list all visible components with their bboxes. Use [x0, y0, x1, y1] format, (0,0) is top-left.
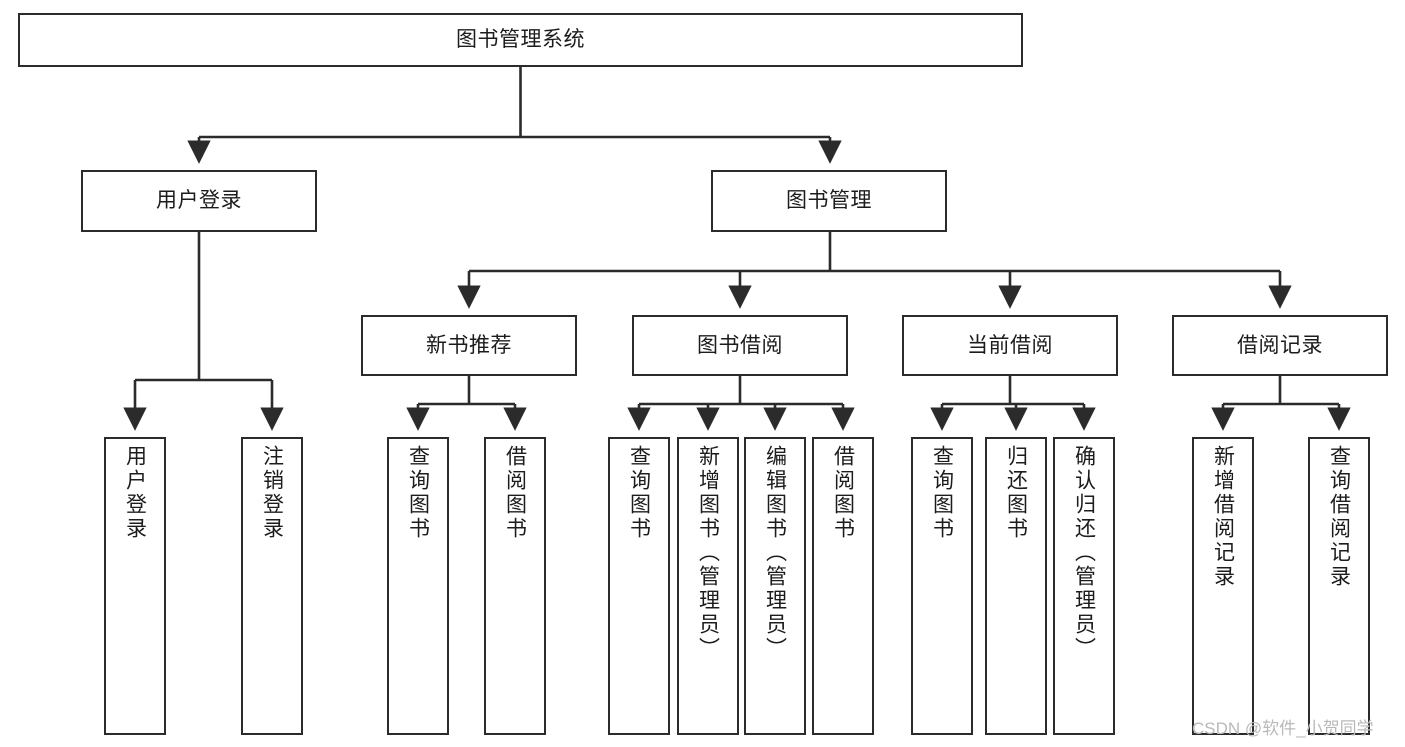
node-leaf-borrow-book-2[interactable]: 借阅图书: [812, 437, 874, 735]
node-book-borrow[interactable]: 图书借阅: [632, 315, 848, 376]
node-leaf-return-book[interactable]: 归还图书: [985, 437, 1047, 735]
node-leaf-query-book-2-label: 查询图书: [627, 445, 651, 541]
node-new-book-recommend[interactable]: 新书推荐: [361, 315, 577, 376]
node-root[interactable]: 图书管理系统: [18, 13, 1023, 67]
node-leaf-borrow-book-1-label: 借阅图书: [503, 445, 527, 541]
node-borrow-record-label: 借阅记录: [1237, 333, 1323, 357]
node-leaf-query-book-1[interactable]: 查询图书: [387, 437, 449, 735]
node-leaf-return-book-label: 归还图书: [1004, 445, 1028, 541]
node-leaf-query-record-label: 查询借阅记录: [1327, 445, 1351, 589]
node-leaf-query-record[interactable]: 查询借阅记录: [1308, 437, 1370, 735]
node-book-manage[interactable]: 图书管理: [711, 170, 947, 232]
node-leaf-query-book-1-label: 查询图书: [406, 445, 430, 541]
node-leaf-edit-book-label: 编辑图书（管理员）: [763, 445, 787, 661]
node-current-borrow-label: 当前借阅: [967, 333, 1053, 357]
node-book-manage-label: 图书管理: [786, 189, 872, 213]
node-borrow-record[interactable]: 借阅记录: [1172, 315, 1388, 376]
node-current-borrow[interactable]: 当前借阅: [902, 315, 1118, 376]
node-leaf-borrow-book-2-label: 借阅图书: [831, 445, 855, 541]
node-root-label: 图书管理系统: [456, 28, 585, 52]
node-leaf-query-book-2[interactable]: 查询图书: [608, 437, 670, 735]
node-leaf-user-login-label: 用户登录: [123, 445, 147, 541]
node-leaf-borrow-book-1[interactable]: 借阅图书: [484, 437, 546, 735]
node-new-book-recommend-label: 新书推荐: [426, 333, 512, 357]
node-leaf-user-login[interactable]: 用户登录: [104, 437, 166, 735]
csdn-watermark: CSDN @软件_小贺同学: [1192, 719, 1374, 738]
node-user-login-label: 用户登录: [156, 189, 242, 213]
node-leaf-edit-book[interactable]: 编辑图书（管理员）: [744, 437, 806, 735]
node-leaf-query-book-3[interactable]: 查询图书: [911, 437, 973, 735]
node-leaf-logout-label: 注销登录: [260, 445, 284, 541]
node-user-login[interactable]: 用户登录: [81, 170, 317, 232]
node-leaf-logout[interactable]: 注销登录: [241, 437, 303, 735]
node-leaf-add-record-label: 新增借阅记录: [1211, 445, 1235, 589]
node-leaf-add-record[interactable]: 新增借阅记录: [1192, 437, 1254, 735]
node-leaf-add-book[interactable]: 新增图书（管理员）: [677, 437, 739, 735]
node-leaf-query-book-3-label: 查询图书: [930, 445, 954, 541]
node-leaf-confirm-return-label: 确认归还（管理员）: [1072, 445, 1096, 661]
node-book-borrow-label: 图书借阅: [697, 333, 783, 357]
node-leaf-add-book-label: 新增图书（管理员）: [696, 445, 720, 661]
node-leaf-confirm-return[interactable]: 确认归还（管理员）: [1053, 437, 1115, 735]
